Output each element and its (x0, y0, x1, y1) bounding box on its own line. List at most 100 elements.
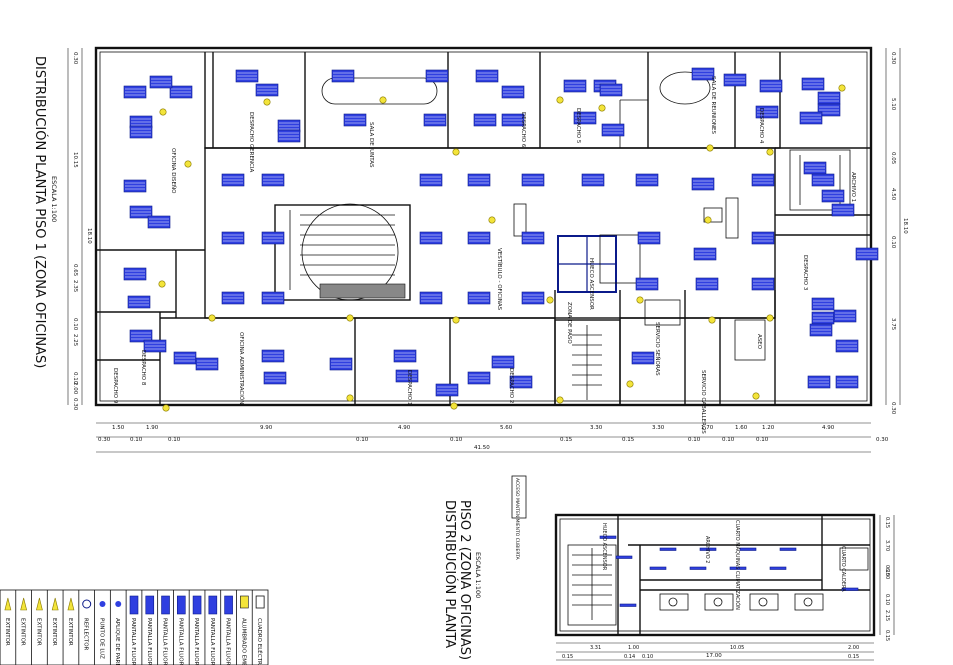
dimension-label: 0.65 (72, 264, 78, 277)
label-despacho-gerencia: DESPACHO GERENCIA (248, 112, 254, 172)
legend-label: PANTALLA FLUORESCENTE (209, 618, 215, 665)
dimension-label: 0.10 (356, 437, 369, 443)
fluorescent-fixture (817, 91, 841, 105)
fluorescent-fixture (123, 267, 147, 281)
dimension-label: 0.10 (722, 437, 735, 443)
dimension-label: 0.15 (884, 517, 890, 528)
fluorescent-fixture (521, 291, 545, 305)
fluorescent-fixture (501, 85, 525, 99)
legend-label: REFLECTOR (83, 618, 89, 651)
fluorescent-fixture (467, 291, 491, 305)
dimension-label: 5.10 (890, 98, 896, 111)
fluorescent-fixture (807, 375, 831, 389)
dimension-label: 6.00 (884, 568, 890, 579)
linear-fixture (841, 587, 859, 591)
emergency-light-icon (752, 392, 760, 400)
extinguisher-icon (36, 597, 43, 611)
fluorescent-fixture (423, 113, 447, 127)
linear-fixture (659, 547, 677, 551)
legend-label: PANTALLA FLUORESCENTE (130, 618, 136, 665)
fluorescent-fixture (693, 247, 717, 261)
label-despacho-3: DESPACHO 3 (802, 255, 808, 291)
label-despacho-6: DESPACHO 6 (520, 112, 526, 148)
label-servicio-senoras: SERVICIO SEÑORAS (654, 322, 661, 376)
fluorescent-fixture (835, 375, 859, 389)
dimension-label: 2.25 (72, 334, 78, 347)
fluorescent-fixture (329, 357, 353, 371)
dimension-label: 10.15 (72, 152, 78, 168)
linear-fixture (599, 535, 617, 539)
emergency-light-icon (488, 216, 496, 224)
emergency-light-icon (208, 314, 216, 322)
dimension-label: 1.60 (735, 425, 748, 431)
floor2-scale-text: ESCALA 1:100 (474, 552, 482, 598)
emergency-light-icon (159, 108, 167, 116)
fluorescent-fixture (751, 173, 775, 187)
fluorescent-fixture (491, 355, 515, 369)
fluorescent-fixture (751, 231, 775, 245)
dimension-label: 2.15 (884, 610, 890, 621)
fluorescent-fixture (691, 177, 715, 191)
floor1-room-labels: OFICINA DISEÑO DESPACHO GERENCIA SALA DE… (112, 76, 856, 434)
label-despacho-2: DESPACHO 2 (508, 368, 514, 403)
dimension-label: 0.05 (890, 152, 896, 165)
dimension-label: 0.10 (884, 594, 890, 605)
fluorescent-fixture (835, 339, 859, 353)
emergency-light-icon (636, 296, 644, 304)
fluorescent-fixture (263, 371, 287, 385)
fluorescent-fixture (631, 351, 655, 365)
light-point-icon (99, 601, 106, 607)
fluorescent-fixture (509, 375, 533, 389)
dimension-label: 1.20 (762, 425, 775, 431)
emergency-light-icon (452, 316, 460, 324)
dimension-label: 3.30 (652, 425, 665, 431)
fluorescent-fixture (235, 69, 259, 83)
label-vestibulo: VESTÍBULO - OFICINAS (496, 248, 503, 311)
label-hueco-ascensor-2: HUECO ASCENSOR (601, 523, 607, 571)
fluorescent-fixture (129, 329, 153, 343)
fluorescent-fixture (817, 103, 841, 117)
fluorescent-fixture-icon (176, 595, 186, 615)
fluorescent-fixture (129, 125, 153, 139)
linear-fixture (729, 566, 747, 570)
legend-label: PANTALLA FLUORESCENTE (177, 618, 183, 665)
floor1-outer-wall (94, 46, 873, 407)
fluorescent-fixture (129, 205, 153, 219)
linear-fixture (615, 555, 633, 559)
dimension-label: 0.10 (72, 318, 78, 331)
label-zona-paso: ZONA DE PASO (566, 302, 572, 344)
label-oficina-admin: OFICINA ADMINISTRACIÓN (238, 332, 245, 404)
fluorescent-fixture (261, 231, 285, 245)
fluorescent-fixture (521, 231, 545, 245)
fluorescent-fixture-icon (208, 595, 218, 615)
emergency-light-icon (598, 104, 606, 112)
emergency-light-icon (158, 280, 166, 288)
fluorescent-fixture (475, 69, 499, 83)
fluorescent-fixture (195, 357, 219, 371)
fluorescent-fixture (811, 173, 835, 187)
label-despacho-4: DESPACHO 4 (758, 108, 764, 144)
fluorescent-fixture (833, 309, 857, 323)
fluorescent-fixture (821, 189, 845, 203)
floor1-right-total-dim: 18.10 (902, 218, 908, 234)
emergency-light-icon (766, 148, 774, 156)
dimension-label: 3.31 (590, 645, 601, 651)
fluorescent-fixture (261, 349, 285, 363)
fluorescent-fixture-icon (192, 595, 202, 615)
fluorescent-fixture (801, 77, 825, 91)
emergency-light-icon (346, 394, 354, 402)
fluorescent-fixture (127, 295, 151, 309)
emergency-light-icon (240, 595, 249, 609)
reflector-icon (82, 599, 92, 609)
fluorescent-fixture-icon (145, 595, 155, 615)
dimension-label: 0.15 (884, 565, 890, 576)
fluorescent-fixture (255, 83, 279, 97)
dimension-label: 1.50 (112, 425, 125, 431)
fluorescent-fixture (221, 231, 245, 245)
dimension-label: 0.10 (130, 437, 143, 443)
fluorescent-fixture (143, 339, 167, 353)
legend-label: PANTALLA FLUORESCENTE (162, 618, 168, 665)
fluorescent-fixture (467, 173, 491, 187)
